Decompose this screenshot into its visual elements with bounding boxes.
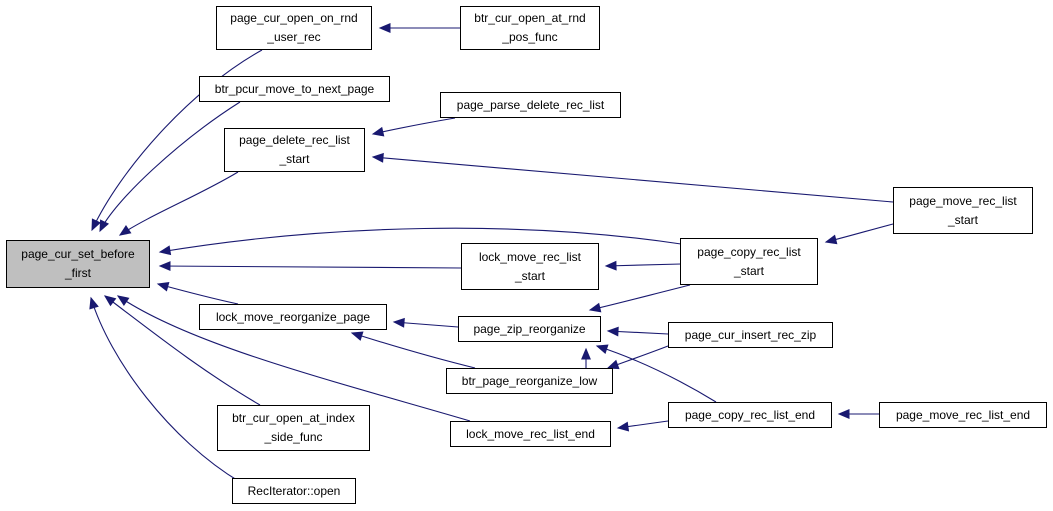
edge-to-root-from-btr-cur-open-at-index bbox=[104, 295, 261, 406]
node-page-parse-delete-rec-list[interactable]: page_parse_delete_rec_list bbox=[440, 92, 621, 118]
edge-to-root-from-page-delete-rec-list-start-arrowhead bbox=[118, 225, 132, 236]
edge-to-lock-move-reorganize-from-btr-page-reorganize-low bbox=[351, 332, 476, 369]
node-page-zip-reorganize[interactable]: page_zip_reorganize bbox=[458, 316, 601, 342]
node-page-move-rec-list-start[interactable]: page_move_rec_list _start bbox=[893, 187, 1033, 234]
node-page-cur-insert-rec-zip[interactable]: page_cur_insert_rec_zip bbox=[668, 322, 833, 348]
edge-to-root-from-btr-pcur-move-arrowhead bbox=[99, 219, 110, 233]
node-btr-cur-open-at-index-side-func[interactable]: btr_cur_open_at_index _side_func bbox=[217, 405, 370, 451]
edge-to-root-from-lock-move-rec-list-end bbox=[117, 295, 471, 422]
node-btr-page-reorganize-low[interactable]: btr_page_reorganize_low bbox=[446, 368, 613, 394]
edge-to-page-delete-from-page-parse-delete-arrowhead bbox=[371, 126, 385, 137]
edge-to-lock-move-rec-list-start-from-page-copy-rec-list-start-arrowhead bbox=[604, 260, 617, 271]
node-btr-cur-open-at-rnd-pos-func[interactable]: btr_cur_open_at_rnd _pos_func bbox=[460, 6, 600, 50]
edge-to-btr-page-reorganize-low-from-page-cur-insert-rec-zip-arrowhead bbox=[606, 359, 620, 370]
node-page-delete-rec-list-start[interactable]: page_delete_rec_list _start bbox=[224, 128, 365, 172]
edge-to-page-zip-from-btr-page-reorganize-low-arrowhead bbox=[581, 347, 591, 360]
edge-to-root-from-lock-move-reorganize-page-arrowhead bbox=[156, 281, 170, 292]
edge-to-lock-move-rec-list-start-from-page-copy-rec-list-start bbox=[605, 263, 682, 267]
edge-to-root-from-btr-pcur-move bbox=[99, 101, 241, 232]
edge-to-page-cur-open-on-rnd-from-btr-cur-open-at-rnd-arrowhead bbox=[378, 23, 391, 33]
edge-to-root-from-btr-cur-open-at-index-arrowhead bbox=[103, 295, 117, 307]
node-page-copy-rec-list-start[interactable]: page_copy_rec_list _start bbox=[680, 238, 818, 285]
edge-to-root-from-lock-move-rec-list-start-arrowhead bbox=[158, 261, 171, 272]
edge-to-lock-move-reorganize-from-btr-page-reorganize-low-arrowhead bbox=[350, 331, 364, 341]
node-lock-move-reorganize-page[interactable]: lock_move_reorganize_page bbox=[199, 304, 387, 330]
node-page-cur-open-on-rnd-user-rec[interactable]: page_cur_open_on_rnd _user_rec bbox=[216, 6, 372, 50]
node-lock-move-rec-list-start[interactable]: lock_move_rec_list _start bbox=[461, 243, 599, 290]
edge-to-root-from-lock-move-rec-list-start bbox=[159, 265, 462, 269]
edge-to-lock-move-rec-list-end-from-page-copy-rec-list-end-arrowhead bbox=[616, 421, 630, 432]
edge-to-root-from-recIterator-open bbox=[90, 297, 241, 483]
node-btr-pcur-move-to-next-page[interactable]: btr_pcur_move_to_next_page bbox=[199, 76, 390, 102]
edge-to-root-from-recIterator-open-arrowhead bbox=[89, 296, 99, 310]
edge-to-page-copy-rec-list-end-from-page-move-rec-list-end-arrowhead bbox=[837, 409, 850, 419]
node-lock-move-rec-list-end[interactable]: lock_move_rec_list_end bbox=[450, 421, 611, 447]
edge-to-page-zip-from-page-copy-rec-list-end bbox=[596, 345, 717, 403]
edge-to-root-from-page-copy-rec-list-start bbox=[159, 227, 682, 253]
edge-to-root-from-page-delete-rec-list-start bbox=[119, 171, 239, 236]
edge-to-root-from-page-cur-open-on-rnd bbox=[91, 49, 263, 231]
node-recIterator-open[interactable]: RecIterator::open bbox=[232, 478, 356, 504]
node-page-copy-rec-list-end[interactable]: page_copy_rec_list_end bbox=[668, 402, 832, 428]
edge-to-page-delete-from-page-move-rec-list-start bbox=[372, 156, 894, 203]
edge-to-lock-move-reorganize-from-page-zip bbox=[393, 321, 459, 328]
node-page-move-rec-list-end[interactable]: page_move_rec_list_end bbox=[879, 402, 1047, 428]
edge-to-lock-move-reorganize-from-page-zip-arrowhead bbox=[392, 317, 405, 328]
edge-to-root-from-page-copy-rec-list-start-arrowhead bbox=[158, 245, 172, 256]
edge-to-page-zip-reorganize-from-page-copy-rec-list-start-arrowhead bbox=[588, 302, 602, 313]
edge-to-page-delete-from-page-move-rec-list-start-arrowhead bbox=[371, 152, 384, 163]
edge-to-page-copy-rec-list-start-from-page-move-rec-list-start-arrowhead bbox=[824, 234, 838, 245]
edge-to-root-from-lock-move-rec-list-end-arrowhead bbox=[116, 295, 130, 307]
edge-to-root-from-page-cur-open-on-rnd-arrowhead bbox=[91, 218, 101, 232]
node-page-cur-set-before-first: page_cur_set_before _first bbox=[6, 240, 150, 288]
edge-to-page-zip-from-page-cur-insert-rec-zip-arrowhead bbox=[606, 326, 619, 337]
edge-to-page-zip-from-page-copy-rec-list-end-arrowhead bbox=[595, 344, 609, 354]
